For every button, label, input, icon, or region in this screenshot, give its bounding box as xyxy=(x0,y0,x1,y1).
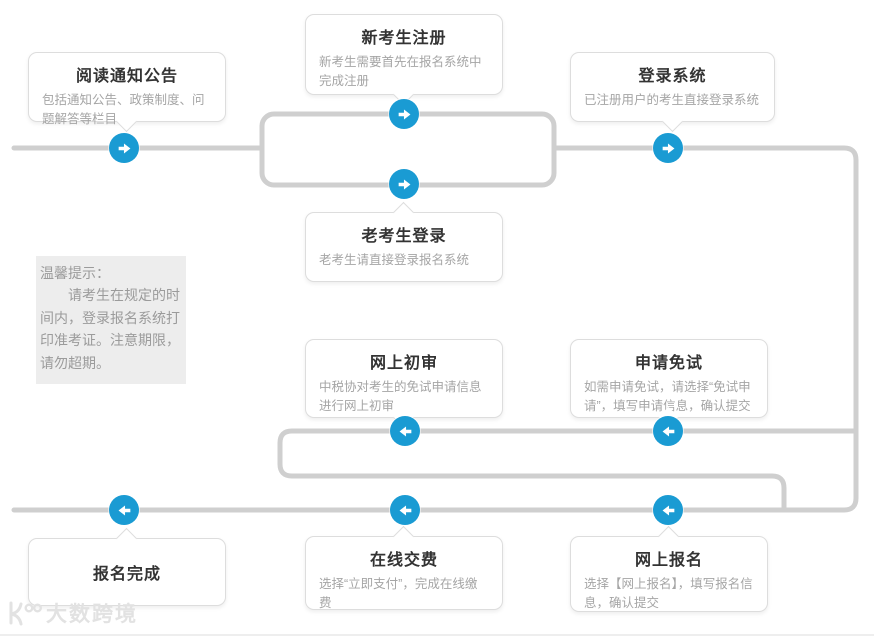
node-title: 登录系统 xyxy=(638,68,707,85)
flow-arrow-left-online-review-icon xyxy=(390,416,420,446)
flow-arrow-right-after-notice-icon xyxy=(109,133,139,163)
node-title: 老考生登录 xyxy=(361,228,447,245)
flow-arrow-left-online-register-icon xyxy=(653,495,683,525)
watermark-text: 大数跨境 xyxy=(46,603,138,626)
node-desc: 已注册用户的考生直接登录系统 xyxy=(584,93,760,107)
flow-arrow-right-login-system-icon xyxy=(653,133,683,163)
node-desc: 老考生请直接登录报名系统 xyxy=(319,253,470,267)
node-desc: 中税协对考生的免试申请信息进行网上初审 xyxy=(319,380,482,414)
tip-heading: 温馨提示： xyxy=(40,265,110,281)
node-login-system: 登录系统 已注册用户的考生直接登录系统 xyxy=(570,52,775,133)
node-title: 申请免试 xyxy=(634,355,703,372)
flow-arrow-right-old-login-icon xyxy=(389,169,419,199)
node-register-done: 报名完成 xyxy=(28,527,226,606)
node-new-register: 新考生注册 新考生需要首先在报名系统中完成注册 xyxy=(305,14,503,106)
watermark-logo-icon xyxy=(9,601,42,626)
node-desc: 选择“立即支付”，完成在线缴费 xyxy=(319,577,478,611)
node-desc: 如需申请免试，请选择“免试申请”，填写申请信息，确认提交 xyxy=(584,380,751,414)
node-desc: 包括通知公告、政策制度、问题解答等栏目 xyxy=(42,93,205,127)
flow-arrow-right-new-register-icon xyxy=(389,99,419,129)
warm-tip-block: 温馨提示： 请考生在规定的时间内，登录报名系统打印准考证。注意期限，请勿超期。 xyxy=(36,256,186,384)
watermark: 大数跨境 xyxy=(6,598,138,628)
node-online-review: 网上初审 中税协对考生的免试申请信息进行网上初审 xyxy=(305,339,503,429)
flow-arrow-left-online-payment-icon xyxy=(390,495,420,525)
node-title: 在线交费 xyxy=(369,552,438,569)
node-apply-exemption: 申请免试 如需申请免试，请选择“免试申请”，填写申请信息，确认提交 xyxy=(570,339,768,429)
bottom-edge-line xyxy=(0,634,874,636)
node-title: 网上报名 xyxy=(634,552,703,569)
node-title: 阅读通知公告 xyxy=(75,68,178,85)
node-desc: 新考生需要首先在报名系统中完成注册 xyxy=(319,55,482,89)
flow-arrow-left-register-done-icon xyxy=(109,495,139,525)
node-title: 新考生注册 xyxy=(361,30,447,47)
node-desc: 选择【网上报名】，填写报名信息，确认提交 xyxy=(584,577,753,611)
flow-arrow-left-apply-exemption-icon xyxy=(653,416,683,446)
node-old-login: 老考生登录 老考生请直接登录报名系统 xyxy=(305,201,503,282)
node-online-register: 网上报名 选择【网上报名】，填写报名信息，确认提交 xyxy=(570,525,768,612)
node-read-notice: 阅读通知公告 包括通知公告、政策制度、问题解答等栏目 xyxy=(28,52,226,133)
tip-body: 请考生在规定的时间内，登录报名系统打印准考证。注意期限，请勿超期。 xyxy=(40,287,180,371)
node-title: 报名完成 xyxy=(92,566,161,583)
node-title: 网上初审 xyxy=(369,355,438,372)
node-online-payment: 在线交费 选择“立即支付”，完成在线缴费 xyxy=(305,525,503,610)
